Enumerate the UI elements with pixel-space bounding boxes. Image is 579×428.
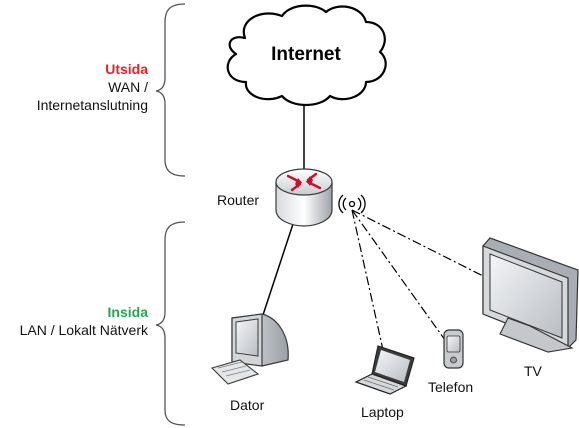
inside-zone-line1: LAN / Lokalt Nätverk [19,322,148,338]
inside-zone-label: Insida LAN / Lokalt Nätverk [10,303,148,339]
outside-zone-line2: Internetanslutning [36,97,148,113]
phone-icon [443,329,464,369]
laptop-label: Laptop [361,404,404,420]
laptop-icon [354,345,415,395]
internet-label: Internet [271,44,341,65]
router-label: Router [217,192,260,208]
outside-brace [155,3,186,177]
outside-zone-label: Utsida WAN / Internetanslutning [10,60,148,114]
internet-cloud-icon [226,4,387,107]
wifi-signal-icon [338,194,366,214]
computer-label: Dator [230,397,265,413]
router-icon [275,168,333,227]
tv-icon [482,237,579,353]
wireless-link-laptop [351,209,384,351]
outside-zone-title: Utsida [105,61,148,77]
router-computer-link [261,223,294,319]
tv-label: TV [524,363,542,379]
inside-zone-title: Insida [107,304,148,320]
inside-brace [155,221,186,426]
wireless-links [351,209,496,351]
computer-icon [210,313,289,385]
outside-zone-line1: WAN / [108,79,148,95]
wireless-link-phone [351,209,446,341]
wireless-link-tv [351,209,496,283]
phone-label: Telefon [428,379,474,395]
